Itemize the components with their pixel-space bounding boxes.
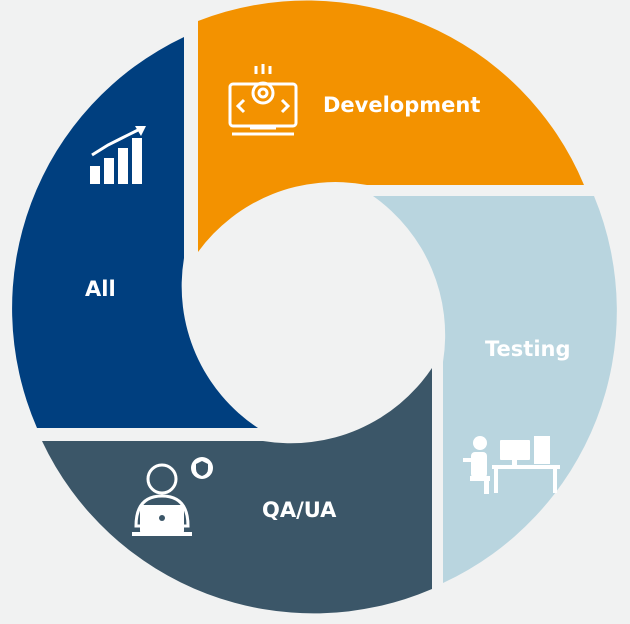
- development-label: Development: [323, 93, 480, 117]
- segment-all: All: [12, 37, 258, 428]
- segment-qa: QA/UA: [42, 368, 432, 614]
- user-laptop-shield-icon: [132, 457, 213, 536]
- segment-development-shape: [198, 0, 584, 252]
- testing-label: Testing: [485, 337, 571, 361]
- segment-testing: Testing: [373, 196, 617, 583]
- all-label: All: [85, 277, 116, 301]
- segment-qa-shape: [42, 368, 432, 614]
- monitor-gear-icon: [228, 64, 298, 136]
- bar-chart-growth-icon: [90, 126, 146, 184]
- person-at-computer-icon: [463, 436, 560, 494]
- segment-development: Development: [198, 0, 584, 252]
- segment-all-shape: [12, 37, 258, 428]
- qa-label: QA/UA: [262, 498, 337, 522]
